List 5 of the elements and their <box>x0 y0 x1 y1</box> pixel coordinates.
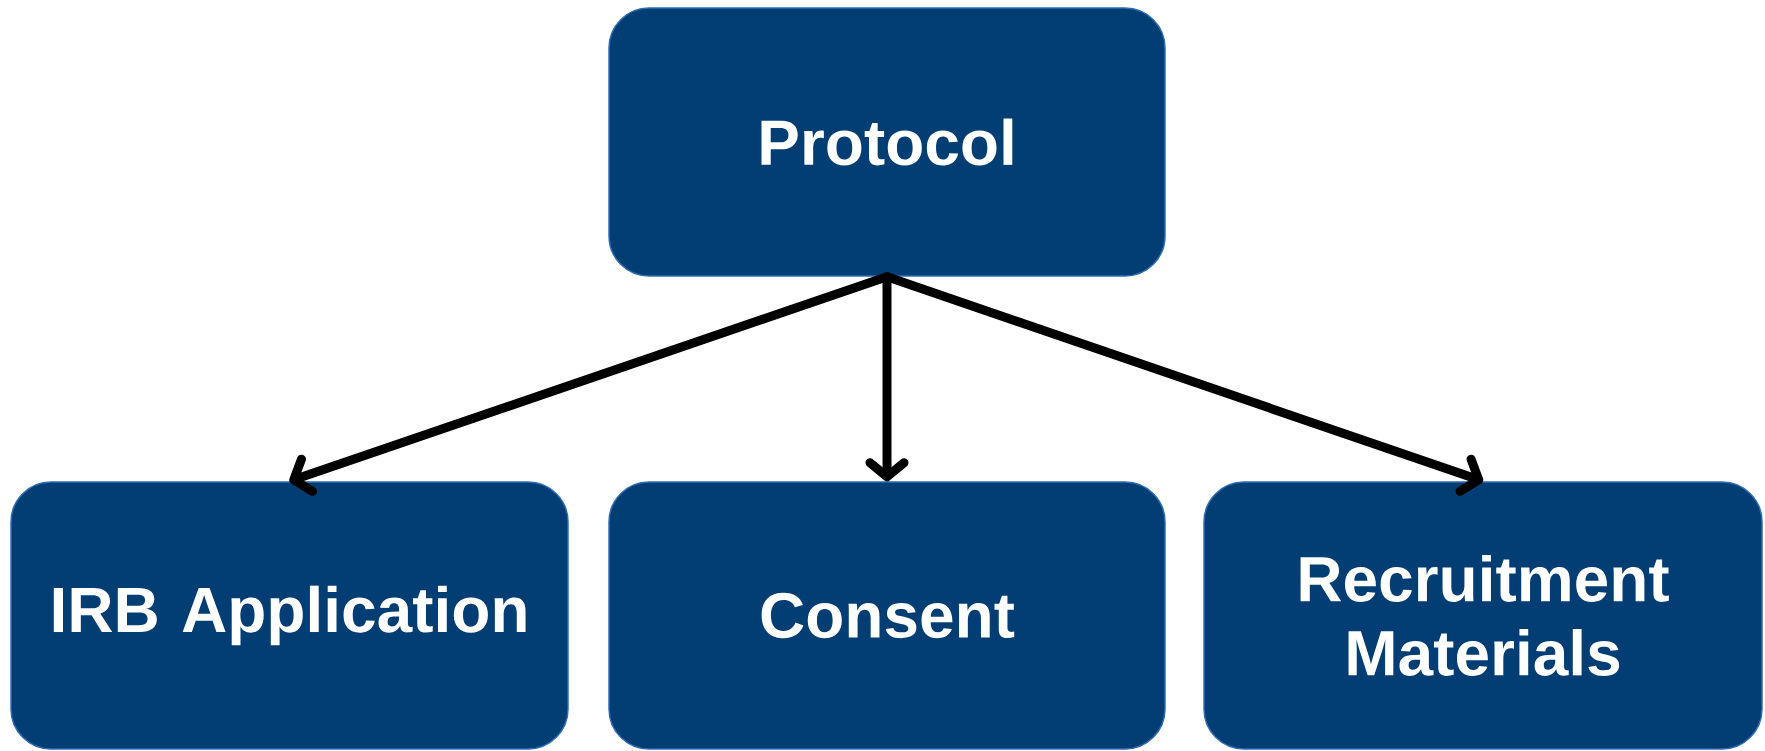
arrow <box>882 272 1484 496</box>
process-box: Protocol <box>608 7 1166 277</box>
process-box: Consent <box>608 481 1166 750</box>
process-box: IRB Application <box>10 481 569 750</box>
process-box: Recruitment Materials <box>1203 481 1763 750</box>
